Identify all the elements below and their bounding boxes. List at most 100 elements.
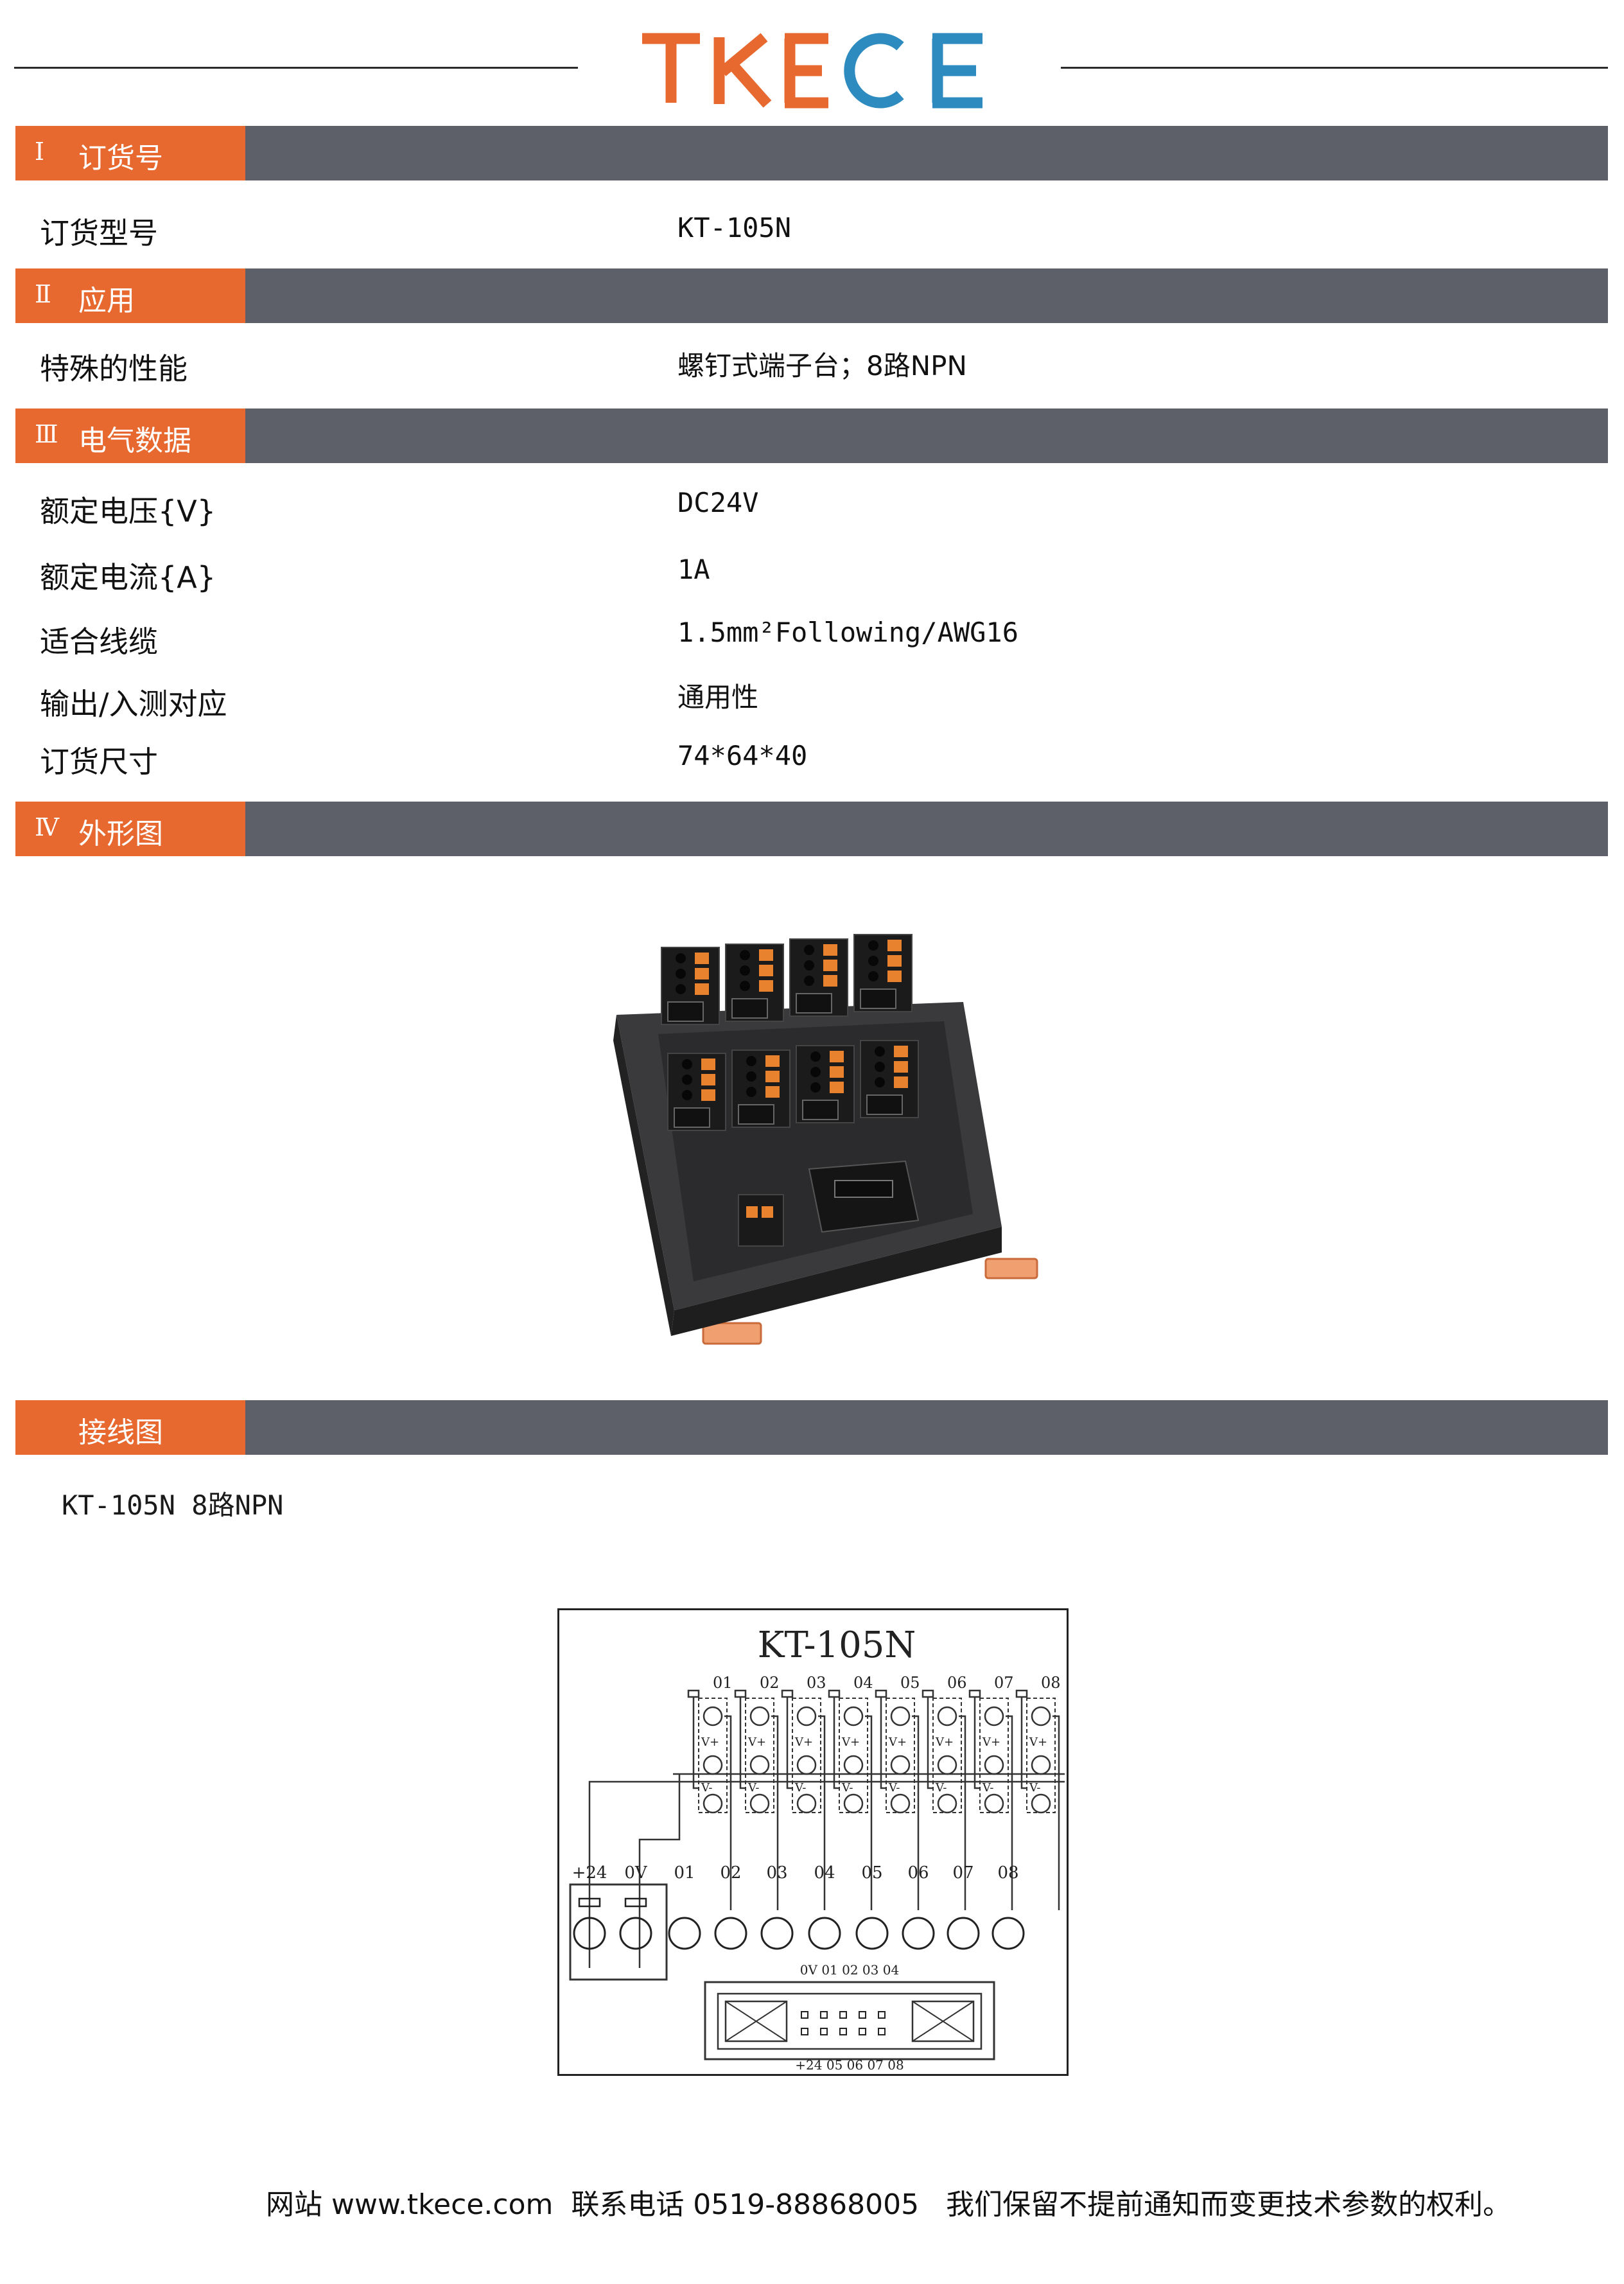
row-value: 74*64*40: [677, 740, 808, 771]
v-plus-label: V+: [982, 1735, 1000, 1749]
connector-pin: [878, 2028, 886, 2035]
terminal-label: 03: [766, 1863, 787, 1883]
terminal-label: 06: [907, 1863, 929, 1883]
section-title: 外形图: [78, 818, 163, 850]
connector-pin: [859, 2028, 866, 2035]
row-label: 适合线缆: [40, 624, 158, 659]
connector-pin: [820, 2028, 828, 2035]
row-label: 输出/入测对应: [40, 687, 227, 721]
bottom-terminal-0V: 0V: [619, 1863, 652, 1950]
footer-notice: 网站 www.tkece.com 联系电话 0519-88868005 我们保留…: [266, 2188, 1512, 2221]
channel-04: 04V+ V-: [828, 1674, 873, 1910]
channel-label: 04: [853, 1674, 873, 1692]
terminal-block: [860, 1040, 919, 1118]
tkece-logo: [642, 33, 982, 109]
v-minus-label: V-: [1029, 1781, 1040, 1795]
terminal-label: 04: [814, 1863, 835, 1883]
channel-label: 05: [900, 1674, 920, 1692]
terminal-label: 05: [861, 1863, 882, 1883]
channel-label: 07: [994, 1674, 1014, 1692]
row-value: 螺钉式端子台；8路NPN: [677, 350, 967, 382]
bottom-terminal-08: 08: [991, 1863, 1025, 1950]
connector-pin: [859, 2011, 866, 2019]
row-label: 订货型号: [40, 216, 158, 250]
section-title: 订货号: [78, 142, 163, 175]
channel-label: 08: [1041, 1674, 1061, 1692]
connector-pin: [839, 2011, 847, 2019]
wiring-caption: KT-105N 8路NPN: [62, 1489, 284, 1521]
v-plus-label: V+: [1029, 1735, 1047, 1749]
terminal-block: [667, 1053, 726, 1131]
v-plus-label: V+: [747, 1735, 766, 1749]
section-title: 接线图: [78, 1416, 163, 1449]
channel-03: 03V+ V-: [781, 1674, 826, 1910]
row-label: 特殊的性能: [40, 351, 188, 386]
section-outline-bar: Ⅳ 外形图: [15, 802, 1608, 856]
product-photo: [613, 934, 1038, 1345]
v-minus-label: V-: [841, 1781, 853, 1795]
terminal-block: [731, 1050, 790, 1128]
diagram-title: KT-105N: [758, 1624, 916, 1666]
terminal-block: [725, 944, 784, 1022]
terminal-label: +24: [572, 1863, 607, 1883]
channel-05: 05V+ V-: [875, 1674, 920, 1910]
bottom-terminal-+24: +24: [572, 1863, 607, 1950]
channel-label: 02: [760, 1674, 780, 1692]
v-minus-label: V-: [794, 1781, 806, 1795]
row-label: 订货尺寸: [40, 744, 158, 779]
section-number: Ⅱ: [35, 280, 51, 308]
section-wiring-bar: 接线图: [15, 1400, 1608, 1455]
terminal-block: [853, 934, 912, 1012]
terminal-label: 0V: [624, 1863, 648, 1883]
row-value: 1.5mm²Following/AWG16: [677, 617, 1019, 648]
section-ordering-bar: Ⅰ 订货号: [15, 126, 1608, 180]
section-number: Ⅲ: [35, 420, 58, 448]
header-rule-left: [14, 67, 578, 69]
bottom-terminal-07: 07: [947, 1863, 980, 1950]
bottom-terminal-04: 04: [808, 1863, 841, 1950]
v-minus-label: V-: [982, 1781, 993, 1795]
connector-pin: [820, 2011, 828, 2019]
bottom-terminal-06: 06: [902, 1863, 935, 1950]
connector-bottom-label: +24 05 06 07 08: [795, 2057, 904, 2073]
channel-label: 03: [807, 1674, 826, 1692]
channel-07: 07V+ V-: [968, 1674, 1014, 1910]
section-title: 电气数据: [78, 425, 191, 457]
row-value: KT-105N: [677, 212, 792, 243]
row-value: 1A: [677, 554, 710, 585]
connector-pin: [878, 2011, 886, 2019]
v-plus-label: V+: [888, 1735, 907, 1749]
terminal-block: [789, 938, 848, 1017]
terminal-label: 07: [952, 1863, 974, 1883]
channel-02: 02V+ V-: [734, 1674, 780, 1910]
channel-06: 06V+ V-: [921, 1674, 967, 1910]
v-minus-label: V-: [701, 1781, 712, 1795]
connector-pin: [801, 2011, 808, 2019]
header-rule-right: [1061, 67, 1608, 69]
row-value: DC24V: [677, 487, 759, 518]
v-plus-label: V+: [794, 1735, 813, 1749]
v-plus-label: V+: [935, 1735, 954, 1749]
channel-label: 06: [947, 1674, 967, 1692]
connector-pin: [839, 2028, 847, 2035]
section-electrical-bar: Ⅲ 电气数据: [15, 408, 1608, 463]
v-minus-label: V-: [935, 1781, 947, 1795]
connector-top-label: 0V 01 02 03 04: [800, 1962, 899, 1978]
terminal-label: 08: [997, 1863, 1018, 1883]
row-label: 额定电压{V}: [40, 494, 216, 529]
terminal-label: 01: [674, 1863, 695, 1883]
channel-label: 01: [713, 1674, 733, 1692]
v-minus-label: V-: [888, 1781, 900, 1795]
v-minus-label: V-: [747, 1781, 759, 1795]
terminal-block: [661, 947, 720, 1025]
section-application-bar: Ⅱ 应用: [15, 268, 1608, 323]
terminal-block: [796, 1045, 855, 1123]
channel-08: 08V+ V-: [1015, 1674, 1061, 1910]
channel-01: 01V+V-: [687, 1674, 733, 1910]
row-value: 通用性: [677, 681, 759, 713]
row-label: 额定电流{A}: [40, 560, 216, 595]
section-number: Ⅳ: [35, 813, 59, 841]
wiring-diagram: KT-105N 01V+V-02V+V-03V+V-04V+V-05V+V-06…: [557, 1608, 1069, 2076]
bottom-terminal-05: 05: [855, 1863, 889, 1950]
v-plus-label: V+: [841, 1735, 860, 1749]
